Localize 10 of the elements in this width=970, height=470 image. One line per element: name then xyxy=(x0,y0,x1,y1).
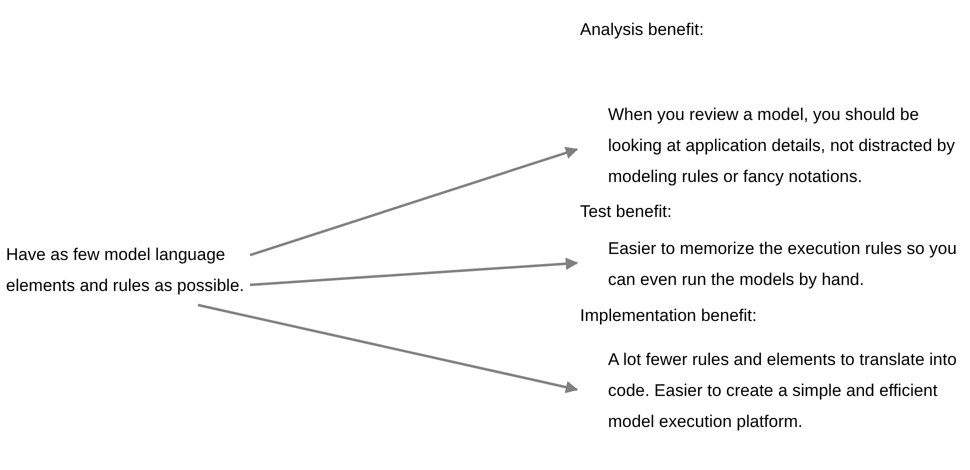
statement-text: Have as few model language elements and rules as possible. xyxy=(6,244,246,297)
benefit-description: A lot fewer rules and elements to translate into code. Easier to create a simple and efficient model execution platform. xyxy=(608,349,958,433)
benefit-heading: Analysis benefit: xyxy=(580,19,705,41)
arrow xyxy=(198,304,578,394)
benefit-heading: Implementation benefit: xyxy=(580,305,758,327)
benefit-description: When you review a model, you should be looking at application details, not distracted by modeling rules or fancy notations. xyxy=(608,104,956,188)
arrow xyxy=(250,146,578,256)
benefit-heading: Test benefit: xyxy=(580,201,673,223)
benefit-description: Easier to memorize the execution rules so you can even run the models by hand. xyxy=(608,238,958,291)
arrow xyxy=(250,258,578,286)
